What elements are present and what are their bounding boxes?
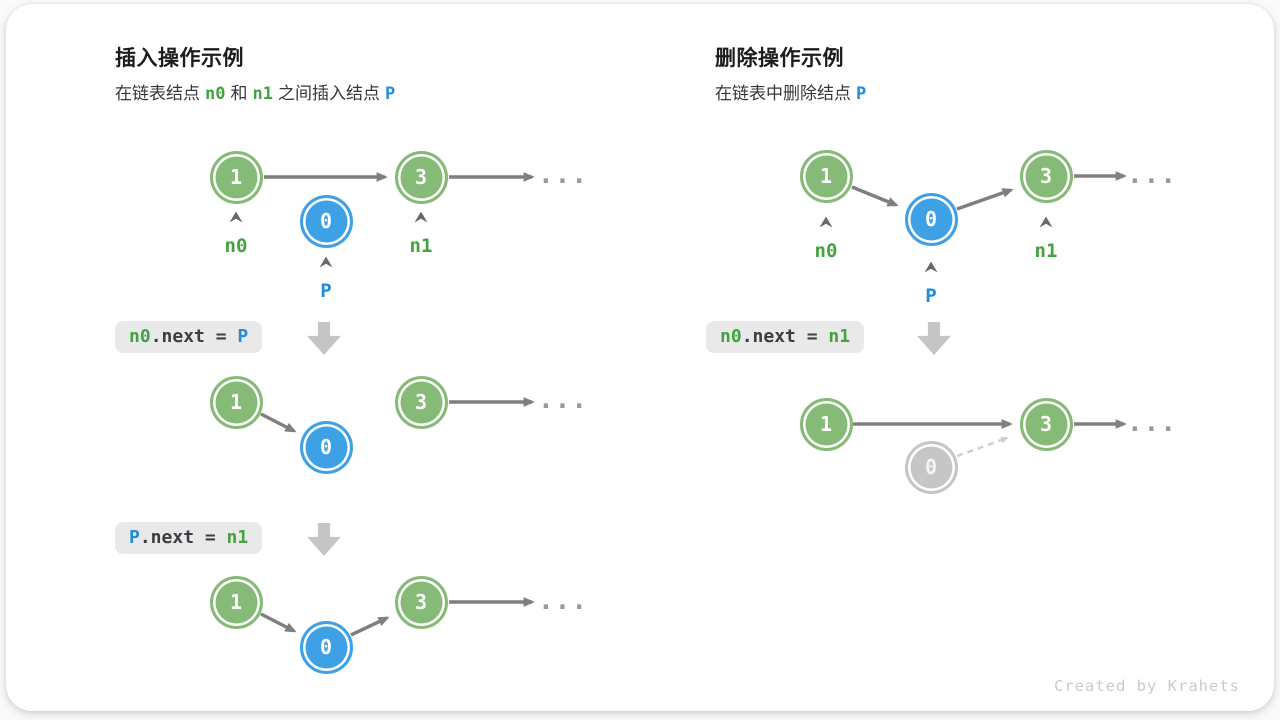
caret-up-icon [1039,216,1053,228]
caret-up-icon [229,211,243,223]
node-value: 3 [1039,412,1053,436]
node-value: 0 [319,209,333,233]
node-value: 1 [229,165,243,189]
node-3-green: 3 [394,575,448,629]
node-1-green: 1 [209,150,263,204]
caret-up-icon [924,261,938,273]
node-value: 1 [229,590,243,614]
code-p-next-n1: P.next = n1 [115,522,263,554]
insert-subtitle-p: P [384,84,396,104]
credit-text: Created by Krahets [1054,677,1240,695]
node-value: 1 [229,390,243,414]
node-1-green: 1 [209,575,263,629]
node-0-gray-removed: 0 [904,440,958,494]
label-n1: n1 [1034,240,1058,262]
code-token-n0: n0 [129,326,151,347]
node-0-blue: 0 [299,620,353,674]
code-token-next: .next = [741,326,829,347]
insert-subtitle-text: 在链表结点 [115,84,200,103]
node-value: 1 [819,164,833,188]
ellipsis: ... [538,585,588,616]
code-token-next: .next = [139,527,227,548]
node-3-green: 3 [394,150,448,204]
arrow-delete2-p-to-n1-dashed [956,436,1009,458]
code-token-n1: n1 [226,527,249,548]
node-1-green: 1 [799,149,853,203]
node-3-green: 3 [1019,149,1073,203]
node-1-green: 1 [209,375,263,429]
arrow-insert3-p-to-n1 [350,616,390,637]
node-value: 0 [924,207,938,231]
delete-title: 删除操作示例 [715,47,844,70]
node-value: 3 [414,165,428,189]
insert-subtitle-n0: n0 [205,84,226,104]
caret-up-icon [819,216,833,228]
code-n0-next-p: n0.next = P [115,321,263,353]
arrow-insert2-n0-to-p [260,412,297,433]
label-p: P [925,285,937,307]
node-3-green: 3 [394,375,448,429]
insert-subtitle-text: 之间插入结点 [277,84,380,103]
ellipsis: ... [538,384,588,415]
caret-up-icon [319,256,333,268]
node-value: 0 [319,435,333,459]
code-n0-next-n1: n0.next = n1 [706,321,865,353]
arrow-insert3-n0-to-p [260,612,297,633]
node-value: 3 [414,590,428,614]
ellipsis: ... [538,159,588,190]
arrow-delete1-n0-to-p [851,185,899,207]
node-0-blue: 0 [299,420,353,474]
insert-title: 插入操作示例 [115,47,244,70]
node-1-green: 1 [799,397,853,451]
code-token-p: P [129,527,140,548]
code-token-next: .next = [150,326,238,347]
label-n1: n1 [409,235,433,257]
node-0-blue: 0 [299,194,353,248]
caret-up-icon [414,211,428,223]
label-n0: n0 [224,235,248,257]
insert-subtitle-text: 和 [230,84,248,103]
label-n0: n0 [814,240,838,262]
node-0-blue: 0 [904,192,958,246]
code-token-p: P [237,326,249,347]
code-token-n1: n1 [828,326,851,347]
arrow-delete1-p-to-n1 [956,188,1014,211]
delete-subtitle-text: 在链表中删除结点 [715,84,851,103]
node-value: 1 [819,412,833,436]
ellipsis: ... [1127,407,1177,438]
insert-subtitle-n1: n1 [252,84,273,104]
ellipsis: ... [1127,159,1177,190]
node-value: 3 [1039,164,1053,188]
delete-subtitle: 在链表中删除结点 P [715,79,871,104]
code-token-n0: n0 [720,326,742,347]
node-3-green: 3 [1019,397,1073,451]
label-p: P [320,280,332,302]
delete-subtitle-p: P [856,84,867,104]
node-value: 3 [414,390,428,414]
node-value: 0 [924,455,938,479]
node-value: 0 [319,635,333,659]
